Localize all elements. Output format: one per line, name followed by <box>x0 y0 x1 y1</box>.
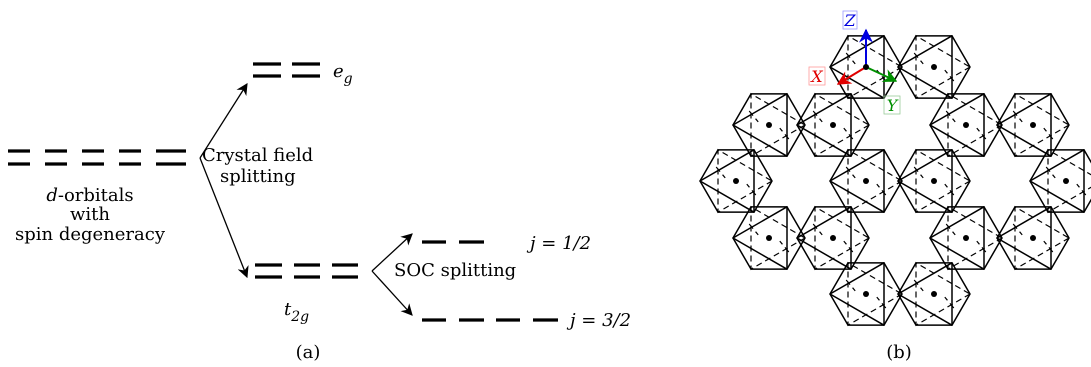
metal-site-dot <box>963 235 969 241</box>
octahedron <box>796 92 871 158</box>
axis-y-label: Y <box>887 96 899 115</box>
octahedron <box>1029 148 1091 214</box>
metal-site-dot <box>931 64 937 70</box>
arrow-to-j-threehalf <box>371 270 413 316</box>
axis-z-box <box>842 10 858 30</box>
eg-label: eg <box>333 61 353 87</box>
octahedron <box>897 148 972 214</box>
metal-site-dot <box>766 235 772 241</box>
metal-site-dot <box>963 122 969 128</box>
axis-x-label: X <box>809 67 823 86</box>
octahedron <box>929 205 1004 271</box>
arrow-to-t2g <box>199 157 249 279</box>
caption-b: (b) <box>886 342 912 363</box>
octahedron <box>732 205 807 271</box>
panel-a: d-orbitals with spin degeneracy Crystal … <box>8 61 631 363</box>
octahedron <box>996 92 1071 158</box>
axes-overlay: Z X Y <box>808 10 901 115</box>
axis-z-label: Z <box>843 11 856 30</box>
t2g-levels <box>255 263 358 279</box>
dorbitals-line3: spin degeneracy <box>15 224 166 245</box>
metal-site-dot <box>931 178 937 184</box>
metal-site-dot <box>1030 235 1036 241</box>
metal-site-dot <box>830 122 836 128</box>
j-half-label: j = 1/2 <box>526 233 591 254</box>
octahedra-lattice <box>699 34 1091 327</box>
metal-site-dot <box>863 291 869 297</box>
octahedron <box>897 261 972 327</box>
octahedron <box>732 92 807 158</box>
metal-site-dot <box>830 235 836 241</box>
octahedron <box>996 205 1071 271</box>
metal-site-dot <box>766 122 772 128</box>
j-threehalf-label: j = 3/2 <box>566 310 631 331</box>
crystal-field-line2: splitting <box>220 166 296 187</box>
octahedron <box>796 205 871 271</box>
eg-levels <box>253 62 320 78</box>
octahedron <box>829 148 904 214</box>
metal-site-dot <box>1030 122 1036 128</box>
axis-y-box <box>883 95 901 115</box>
arrow-to-eg <box>199 83 248 159</box>
d-orbital-levels <box>8 149 186 166</box>
arrow-to-j-half <box>371 233 413 272</box>
octahedron <box>897 34 972 100</box>
metal-site-dot <box>733 178 739 184</box>
crystal-field-line1: Crystal field <box>202 145 313 166</box>
metal-site-dot <box>863 178 869 184</box>
octahedron <box>699 148 774 214</box>
soc-label: SOC splitting <box>394 260 516 281</box>
caption-a: (a) <box>296 342 321 363</box>
metal-site-dot <box>931 291 937 297</box>
metal-site-dot <box>1063 178 1069 184</box>
axis-origin-dot <box>863 64 869 70</box>
dorbitals-line1: d-orbitals <box>46 185 133 206</box>
axis-x-arrow <box>836 66 867 85</box>
axis-x-box <box>808 66 826 86</box>
dorbitals-line2: with <box>70 204 110 225</box>
octahedron <box>929 92 1004 158</box>
axis-y-arrow <box>865 66 898 83</box>
octahedron <box>829 261 904 327</box>
t2g-label: t2g <box>284 299 309 325</box>
